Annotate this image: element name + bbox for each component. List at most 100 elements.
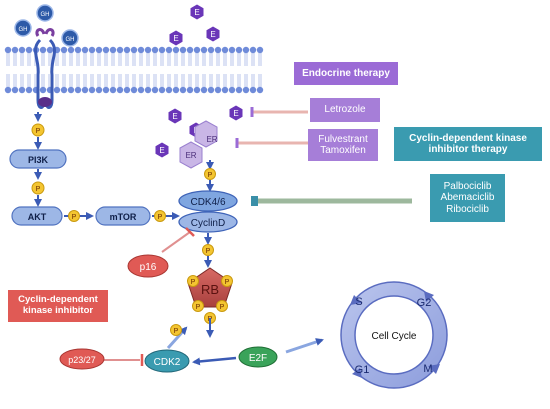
svg-text:P: P [225,279,230,286]
lipid-head [25,46,33,54]
lipid-head [214,46,222,54]
svg-text:P: P [206,248,211,255]
svg-text:PI3K: PI3K [28,155,49,165]
lipid-head [256,86,264,94]
lipid-tail [174,74,178,87]
svg-text:p16: p16 [140,262,157,273]
endocrine-therapy-title: Endocrine therapy [294,62,398,85]
lipid-head [158,86,166,94]
gh-ligand-3: GH [61,29,79,47]
svg-text:CDK2: CDK2 [154,357,181,368]
lipid-head [221,46,229,54]
phospho-site: P [31,123,45,137]
lipid-tail [111,74,115,87]
estrogen-molecule: E [155,142,169,158]
svg-text:E: E [173,34,178,43]
lipid-tail [20,53,24,66]
phospho-site: P [216,300,228,312]
lipid-tail [237,74,241,87]
estrogen-molecule: E [190,4,204,20]
lipid-tail [139,53,143,66]
lipid-head [200,46,208,54]
palbociclib-label: Palbociclib [443,180,492,192]
lipid-head [207,86,215,94]
lipid-head [74,46,82,54]
lipid-head [144,46,152,54]
lipid-tail [209,74,213,87]
lipid-tail [202,74,206,87]
lipid-tail [237,53,241,66]
svg-text:GH: GH [19,27,28,33]
lipid-head [74,86,82,94]
lipid-tail [258,74,262,87]
lipid-tail [83,53,87,66]
lipid-tail [55,53,59,66]
phospho-site: P [154,210,166,222]
lipid-head [242,86,250,94]
lipid-head [130,86,138,94]
cdk-therapy-title-line1: Cyclin-dependent kinase [409,132,527,144]
cdk-therapy-title-line2: inhibitor therapy [428,144,508,155]
lipid-tail [69,74,73,87]
svg-text:E: E [233,109,238,118]
lipid-head [193,46,201,54]
lipid-head [256,46,264,54]
letrozole-box: Letrozole [310,98,380,122]
cdk46-node: CDK4/6 [178,190,238,212]
lipid-tail [258,53,262,66]
svg-text:ER: ER [185,151,196,160]
cell-cycle: Cell Cycle S G2 M G1 [340,281,448,389]
svg-text:P: P [36,128,41,135]
lipid-head [172,86,180,94]
cdk-inhibitor-line1: Cyclin-dependent [18,294,98,306]
lipid-head [18,86,26,94]
lipid-tail [125,74,129,87]
lipid-tail [27,74,31,87]
svg-text:P: P [72,214,77,221]
lipid-head [151,46,159,54]
lipid-tail [167,74,171,87]
svg-text:E2F: E2F [249,353,267,364]
lipid-tail [160,53,164,66]
lipid-head [67,86,75,94]
svg-text:E: E [210,30,215,39]
svg-text:CyclinD: CyclinD [191,218,225,229]
lipid-tail [76,53,80,66]
lipid-head [165,46,173,54]
lipid-head [158,46,166,54]
gh-ligand-2: GH [36,4,54,22]
phospho-site: P [31,181,45,195]
lipid-head [179,86,187,94]
lipid-head [186,86,194,94]
p16-node: p16 [127,254,169,278]
lipid-tail [62,53,66,66]
lipid-tail [27,53,31,66]
lipid-tail [104,53,108,66]
svg-text:P: P [191,279,196,286]
lipid-head [137,46,145,54]
lipid-head [130,46,138,54]
lipid-tail [251,74,255,87]
lipid-tail [90,74,94,87]
lipid-head [67,46,75,54]
lipid-tail [104,74,108,87]
lipid-head [95,46,103,54]
svg-text:mTOR: mTOR [110,212,137,222]
lipid-tail [90,53,94,66]
svg-text:P: P [158,214,163,221]
abemaciclib-label: Abemaciclib [440,192,495,204]
phospho-site: P [202,244,214,256]
svg-text:E: E [194,8,199,17]
lipid-tail [216,74,220,87]
phase-s: S [355,296,362,308]
lipid-tail [13,53,17,66]
estrogen-receptor-bottom: ER [179,141,203,169]
lipid-head [235,86,243,94]
lipid-tail [41,74,45,87]
lipid-tail [6,74,10,87]
lipid-head [151,86,159,94]
lipid-tail [146,53,150,66]
phospho-site: P [68,210,80,222]
lipid-head [228,46,236,54]
lipid-head [228,86,236,94]
